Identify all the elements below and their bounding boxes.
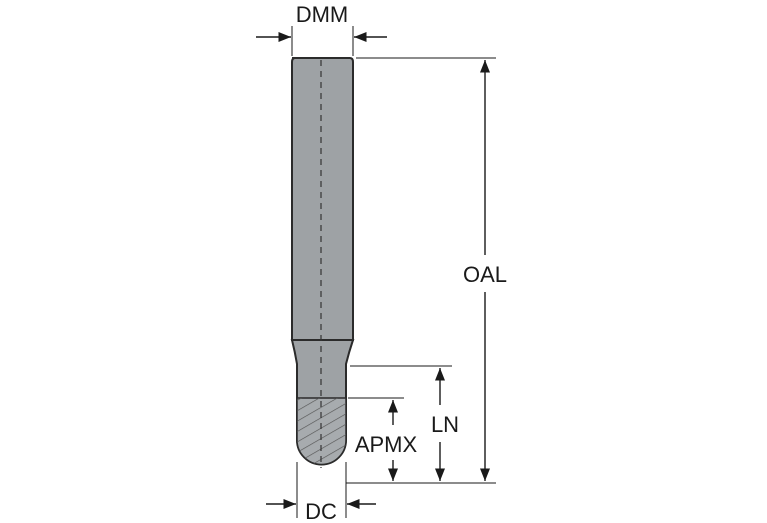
- shank: [291, 57, 354, 341]
- dc-label: DC: [305, 499, 337, 523]
- dmm-dimension: DMM: [256, 2, 387, 56]
- tool-body: [290, 57, 355, 468]
- dc-dimension: DC: [266, 462, 376, 523]
- apmx-label: APMX: [355, 432, 418, 457]
- ln-dimension: LN: [350, 365, 459, 481]
- ln-label: LN: [431, 412, 459, 437]
- dmm-label: DMM: [296, 2, 349, 27]
- oal-dimension: OAL: [346, 57, 507, 484]
- apmx-dimension: APMX: [348, 397, 418, 481]
- flute-hatching: [297, 398, 346, 465]
- oal-label: OAL: [463, 262, 507, 287]
